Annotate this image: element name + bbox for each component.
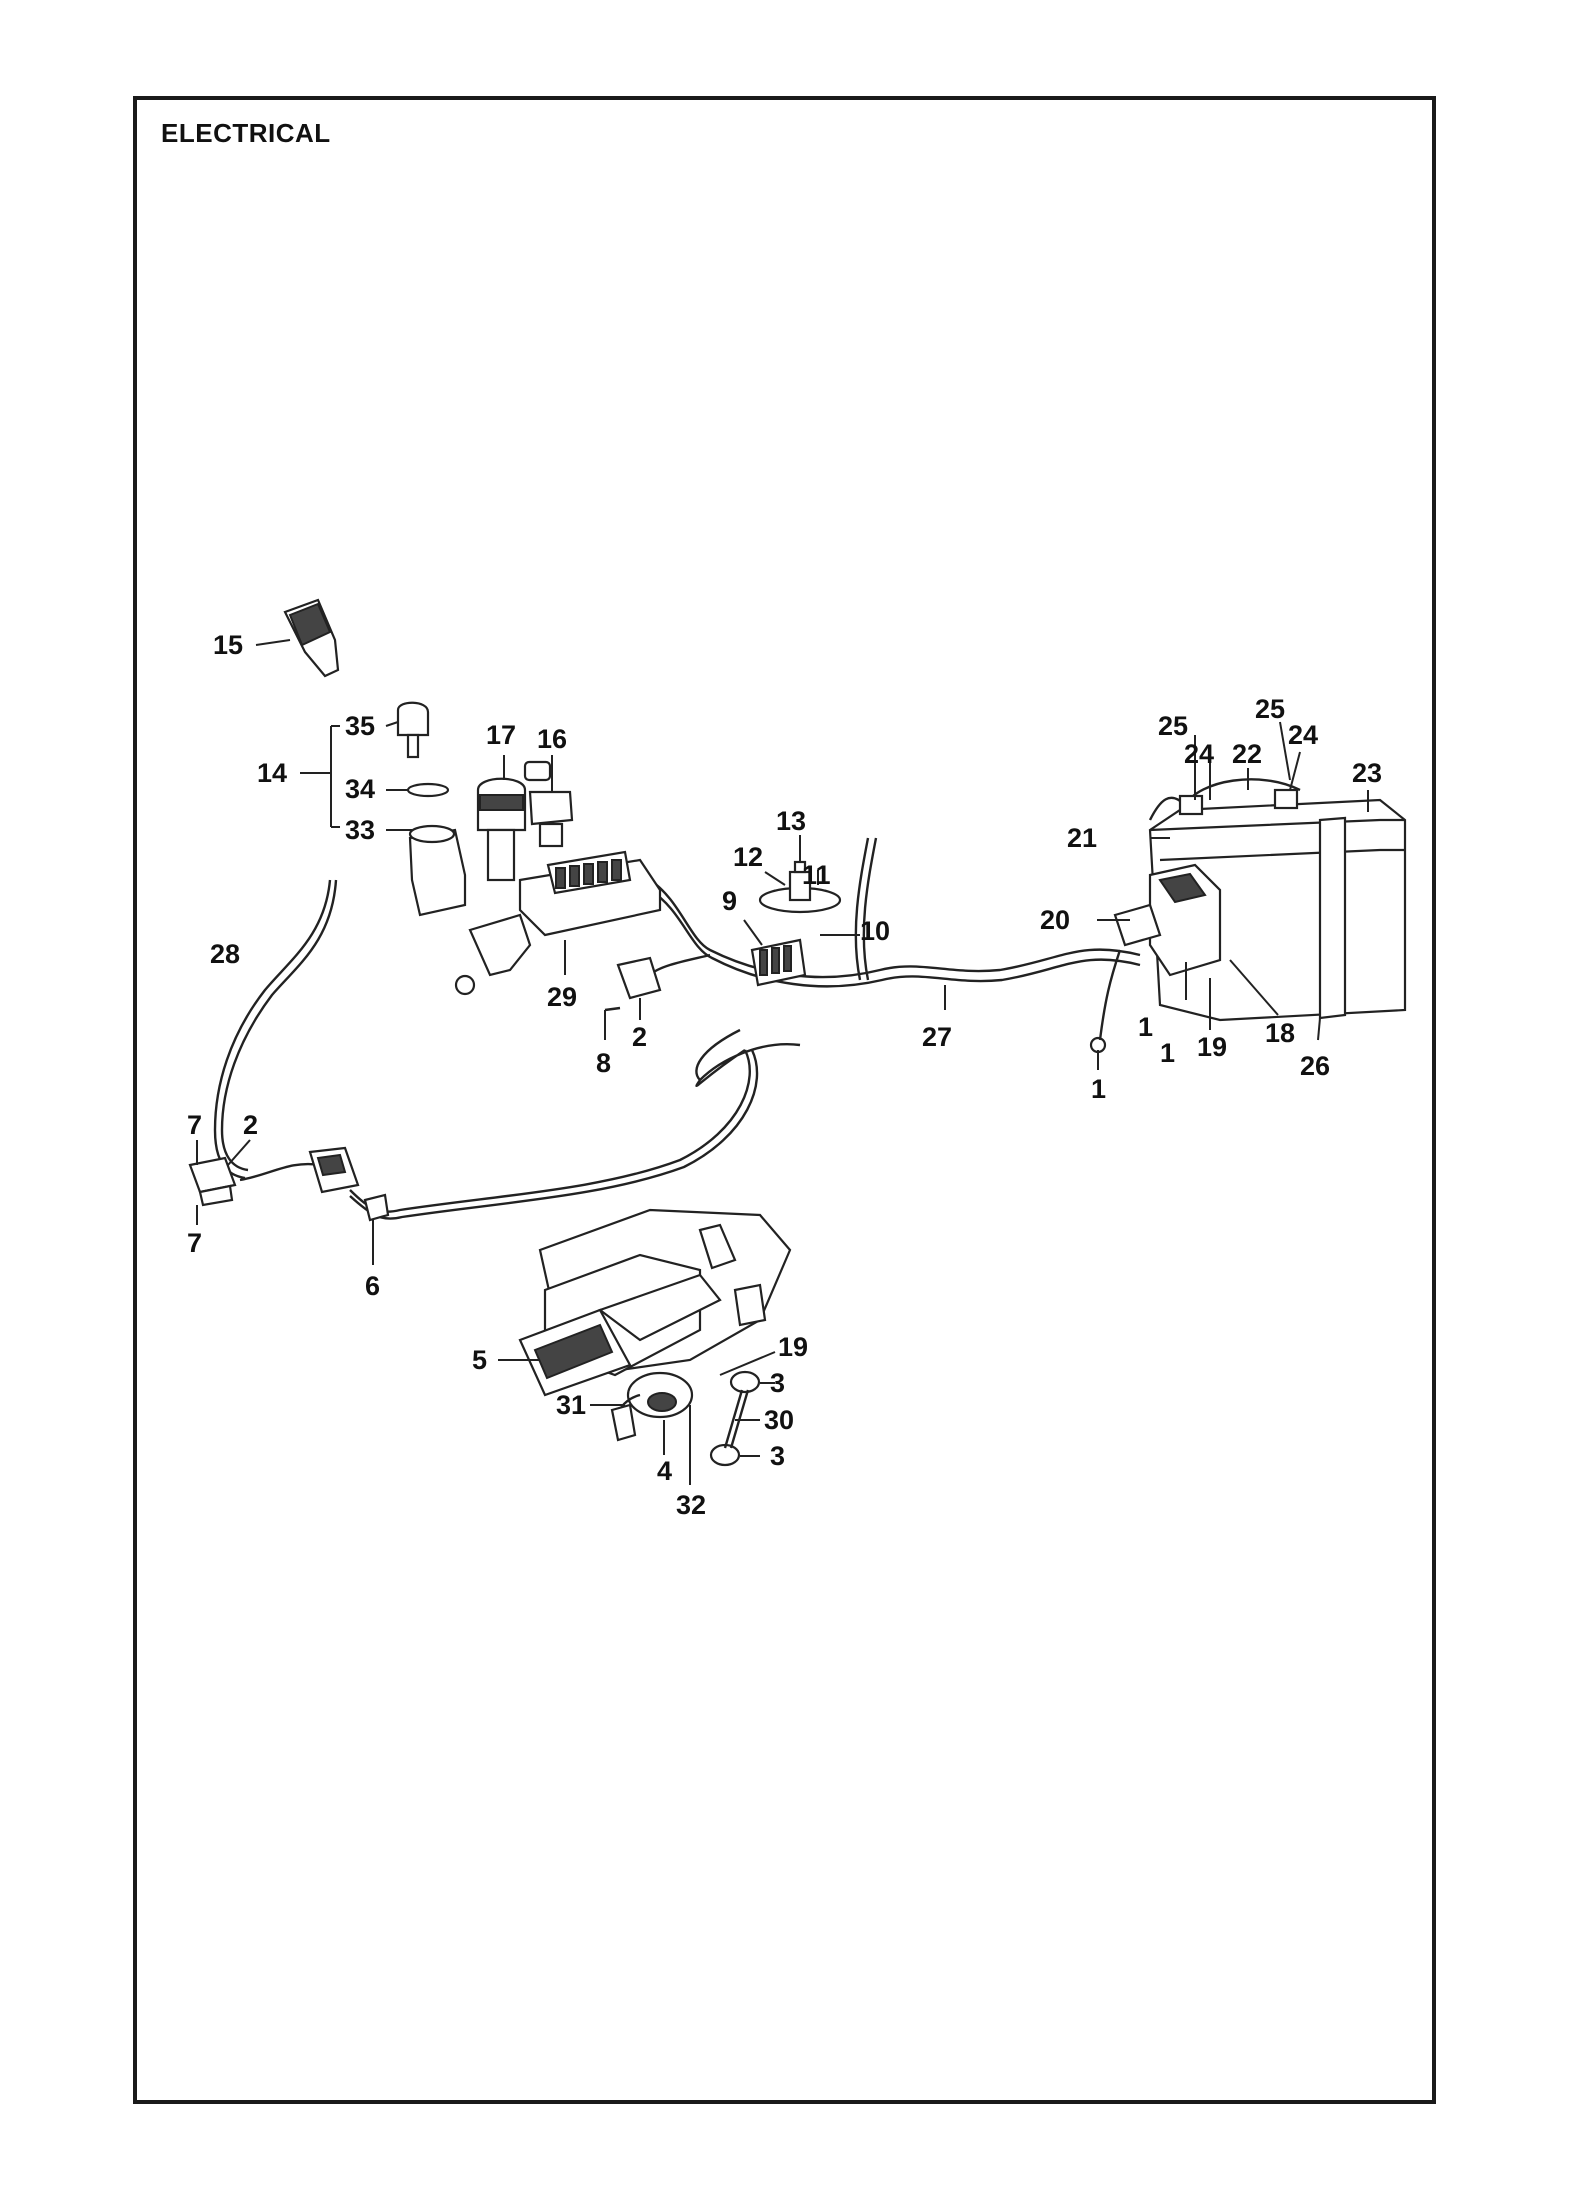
callout-29: 29 [547, 982, 577, 1012]
part-29-fuse-box [454, 850, 662, 996]
callout-20: 20 [1040, 905, 1070, 935]
callout-23: 23 [1352, 758, 1382, 788]
callout-1-c: 1 [1091, 1074, 1106, 1104]
callout-10: 10 [860, 916, 890, 946]
part-14-key-switch [300, 701, 467, 917]
callout-3-upper: 3 [770, 1368, 785, 1398]
callout-2-lower: 2 [243, 1110, 258, 1140]
callout-16: 16 [537, 724, 567, 754]
part-16-relay [523, 755, 574, 848]
part-8-terminal [604, 1006, 621, 1040]
callout-19-engine: 19 [778, 1332, 808, 1362]
callout-labels: 15 35 14 34 33 17 16 13 12 11 9 10 28 29… [187, 630, 1382, 1520]
callout-33: 33 [345, 815, 375, 845]
part-9-switch [743, 919, 860, 987]
page-title: ELECTRICAL [161, 118, 331, 148]
callout-30: 30 [764, 1405, 794, 1435]
callout-1-b: 1 [1160, 1038, 1175, 1068]
callout-7-lower: 7 [187, 1228, 202, 1258]
callout-24-left: 24 [1184, 739, 1214, 769]
callout-19-battery: 19 [1197, 1032, 1227, 1062]
battery-assembly [944, 721, 1407, 1070]
callout-6: 6 [365, 1271, 380, 1301]
wiring-harness [213, 796, 1186, 1220]
callout-25-left: 25 [1158, 711, 1188, 741]
callout-13: 13 [776, 806, 806, 836]
part-12-13-knob [758, 835, 842, 914]
callout-2-upper: 2 [632, 1022, 647, 1052]
part-6-clamp [363, 1193, 390, 1265]
callout-22: 22 [1232, 739, 1262, 769]
callout-7-upper: 7 [187, 1110, 202, 1140]
callout-25-right: 25 [1255, 694, 1285, 724]
engine-assembly [498, 1208, 792, 1485]
callout-3-lower: 3 [770, 1441, 785, 1471]
part-17-relay [476, 755, 527, 882]
callout-8: 8 [596, 1048, 611, 1078]
callout-1-a: 1 [1138, 1012, 1153, 1042]
callout-14: 14 [257, 758, 287, 788]
callout-31: 31 [556, 1390, 586, 1420]
part-7-switch [188, 1139, 251, 1225]
callout-9: 9 [722, 886, 737, 916]
callout-35: 35 [345, 711, 375, 741]
part-2-connector [616, 956, 662, 1020]
callout-28: 28 [210, 939, 240, 969]
callout-34: 34 [345, 774, 375, 804]
callout-17: 17 [486, 720, 516, 750]
callout-26: 26 [1300, 1051, 1330, 1081]
callout-15: 15 [213, 630, 243, 660]
callout-18: 18 [1265, 1018, 1295, 1048]
callout-24-right: 24 [1288, 720, 1318, 750]
harness-connector [308, 1146, 360, 1194]
callout-21: 21 [1067, 823, 1097, 853]
diagram-frame: ELECTRICAL [133, 96, 1436, 2104]
callout-12: 12 [733, 842, 763, 872]
callout-4: 4 [657, 1456, 672, 1486]
part-15-connector [255, 598, 340, 678]
callout-11: 11 [802, 860, 831, 890]
callout-27: 27 [922, 1022, 952, 1052]
callout-5: 5 [472, 1345, 487, 1375]
callout-32: 32 [676, 1490, 706, 1520]
